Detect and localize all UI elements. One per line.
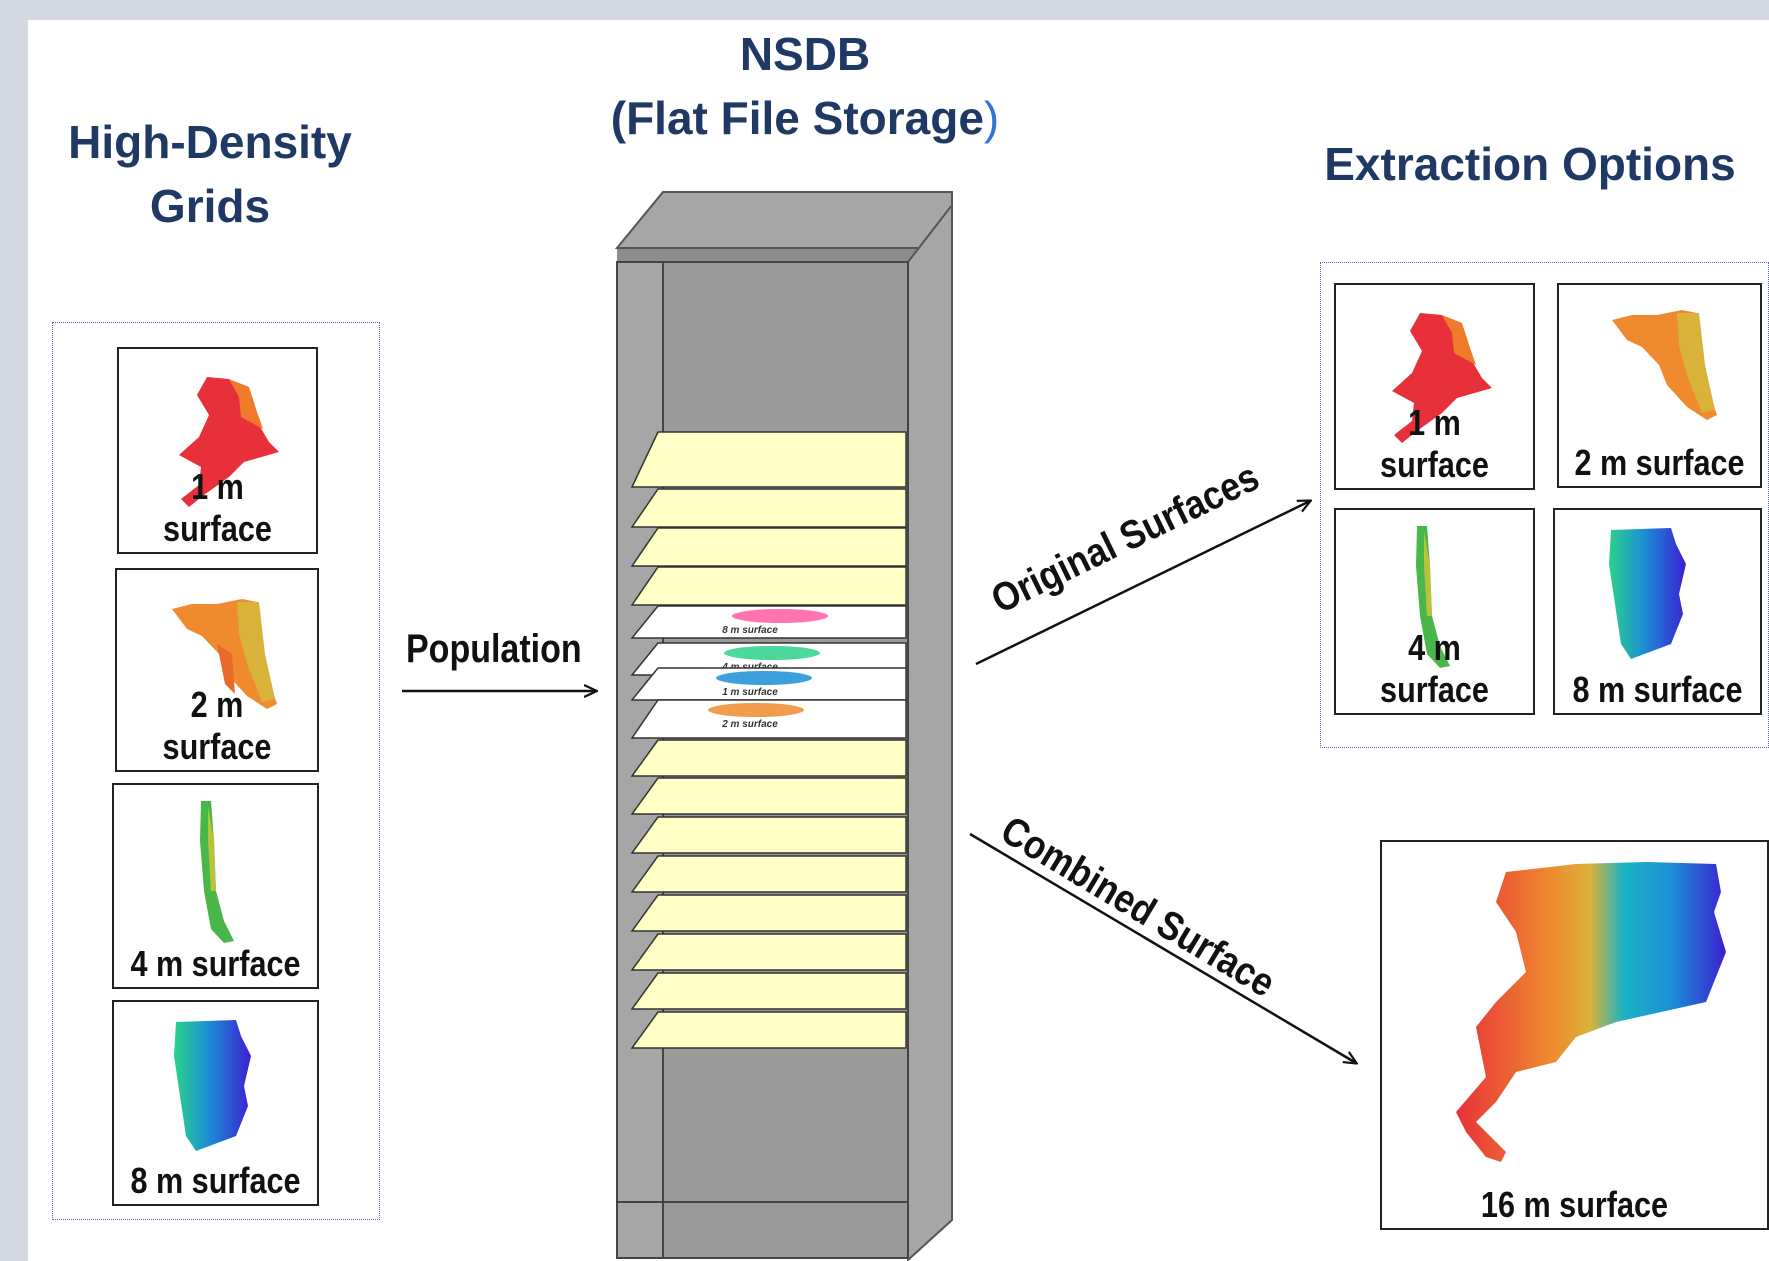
shelf <box>630 488 907 528</box>
combined-surface-label: Combined Surface <box>994 807 1283 1005</box>
output-tile-1m: 1 m surface <box>1334 283 1535 490</box>
stored-surface-layer <box>630 699 907 739</box>
output-label-8m: 8 m surface <box>1572 669 1743 710</box>
output-tile-2m: 2 m surface <box>1557 283 1762 488</box>
shelf <box>630 566 907 606</box>
combined-surface-arrow <box>969 832 1356 1063</box>
combined-output-tile: 16 m surface <box>1380 840 1769 1230</box>
input-label-2m: 2 m surface <box>162 684 272 767</box>
blue-surface-map-icon <box>1609 528 1686 659</box>
input-label-8m: 8 m surface <box>130 1160 301 1201</box>
shelf <box>630 894 907 932</box>
stored-surface-thumbnail <box>732 609 828 623</box>
input-label-1m: 1 m surface <box>163 466 272 549</box>
shelf <box>630 527 907 567</box>
heading-extraction-options: Extraction Options <box>1324 138 1736 190</box>
shelf <box>630 777 907 815</box>
stored-layer-label: 8 m surface <box>722 625 778 636</box>
stored-surface-thumbnail <box>708 703 804 717</box>
output-tile-8m: 8 m surface <box>1553 508 1762 715</box>
input-label-4m: 4 m surface <box>130 943 301 984</box>
input-grids-box <box>52 322 380 1220</box>
shelf <box>630 855 907 893</box>
green-surface-map-icon <box>1416 526 1450 668</box>
blue-surface-map-icon <box>174 1020 251 1151</box>
output-label-1m: 1 m surface <box>1380 402 1489 485</box>
input-tile-1m: 1 m surface <box>117 347 318 554</box>
stored-surface-thumbnail <box>724 646 820 660</box>
output-tile-4m: 4 m surface <box>1334 508 1535 715</box>
red-surface-map-icon <box>1392 313 1492 443</box>
shelf <box>630 431 907 488</box>
original-surfaces-label: Original Surfaces <box>984 454 1265 622</box>
shelf <box>630 739 907 777</box>
input-tile-8m: 8 m surface <box>112 1000 319 1206</box>
stored-layer-label: 1 m surface <box>722 687 778 698</box>
input-tile-4m: 4 m surface <box>112 783 319 989</box>
red-surface-map-icon <box>179 377 279 507</box>
combined-surface-map-icon <box>1456 862 1726 1162</box>
heading-high-density-grids: High-Density Grids <box>68 116 352 232</box>
combined-output-label: 16 m surface <box>1480 1184 1669 1225</box>
shelf <box>630 1011 907 1049</box>
shelf <box>630 972 907 1010</box>
orange-surface-map-icon <box>1612 310 1717 420</box>
heading-nsdb: NSDB (Flat File Storage) <box>610 28 1000 144</box>
stored-layer-label: 2 m surface <box>721 719 778 730</box>
stored-surface-thumbnail <box>716 671 812 685</box>
original-surfaces-arrow <box>975 501 1310 666</box>
input-tile-2m: 2 m surface <box>115 568 319 772</box>
shelf <box>630 933 907 971</box>
population-label: Population <box>406 627 582 671</box>
output-label-4m: 4 m surface <box>1380 627 1489 710</box>
orange-surface-map-icon <box>172 599 277 709</box>
green-surface-map-icon <box>200 801 234 943</box>
shelf <box>630 816 907 854</box>
output-label-2m: 2 m surface <box>1574 442 1745 483</box>
